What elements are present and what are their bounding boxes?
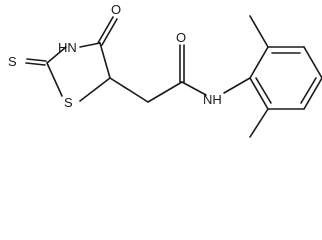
bond-ring-c-s1 [46, 46, 67, 64]
bond-ar-inner-2 [300, 77, 317, 104]
bond-n-aryl [223, 77, 251, 94]
bond-thione-1 [25, 62, 46, 66]
bond-ring-c5-s [79, 77, 111, 102]
bond-ar-1 [249, 46, 269, 79]
bond-methyl-bottom [249, 108, 269, 138]
bond-methyl-top [249, 15, 269, 48]
bond-ch2-camide [147, 81, 183, 103]
bond-ar-6 [249, 77, 269, 110]
bond-camide-n [181, 81, 207, 96]
atom-nh-amide: NH [203, 92, 222, 107]
bond-ar-4 [303, 77, 322, 110]
bond-ar-inner-3 [255, 77, 272, 104]
bond-ketone-2 [101, 18, 118, 46]
bond-ring-c4-c5 [99, 42, 111, 79]
atom-s-thione: S [8, 54, 17, 69]
atom-o-ketone: O [111, 2, 121, 17]
bond-ring-n-c4 [79, 42, 101, 48]
bond-ar-3 [303, 46, 322, 79]
bond-thione-2 [26, 58, 47, 62]
bond-c5-ch2 [109, 77, 149, 103]
atom-o-amide: O [176, 30, 186, 45]
bond-ring-c-n [46, 62, 63, 97]
molecule-diagram: O HN S S O NH [8, 2, 322, 138]
atom-s-ring: S [64, 95, 73, 110]
bond-ketone-1 [97, 16, 114, 44]
structure-svg: O HN S S O NH [8, 2, 322, 138]
atom-nh-ring: HN [58, 40, 77, 55]
